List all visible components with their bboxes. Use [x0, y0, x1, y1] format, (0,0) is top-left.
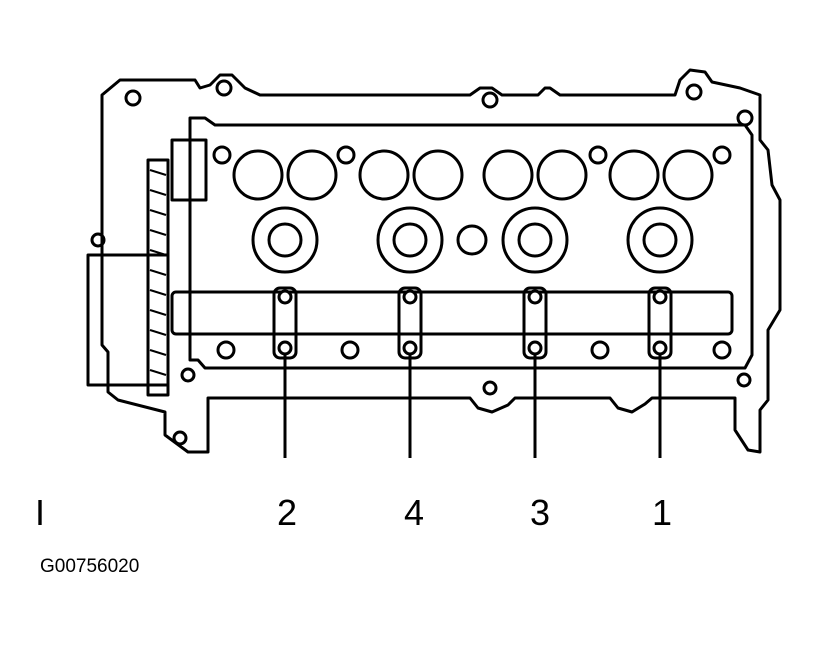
- head-outline: [100, 68, 782, 454]
- spark-plug-tube: [501, 206, 569, 274]
- camshaft: [170, 290, 734, 336]
- timing-chain-guide: [146, 158, 170, 397]
- cap-label: 3: [530, 492, 550, 533]
- cap-bolts: [277, 289, 668, 356]
- cam-housing-outline: [188, 116, 754, 370]
- cap-label: 2: [277, 492, 297, 533]
- spark-plug-tube: [376, 206, 444, 274]
- timing-chain-case: [86, 253, 170, 387]
- spark-plug-tube: [251, 206, 319, 274]
- leader-lines: [283, 354, 662, 458]
- side-mark: I: [35, 492, 45, 533]
- bearing-cap-group: [272, 286, 673, 360]
- cap-label: 1: [652, 492, 672, 533]
- spark-plug-tube: [626, 206, 694, 274]
- figure-id: G00756020: [40, 556, 139, 577]
- cap-label: 4: [404, 492, 424, 533]
- tensioner-block: [170, 138, 208, 202]
